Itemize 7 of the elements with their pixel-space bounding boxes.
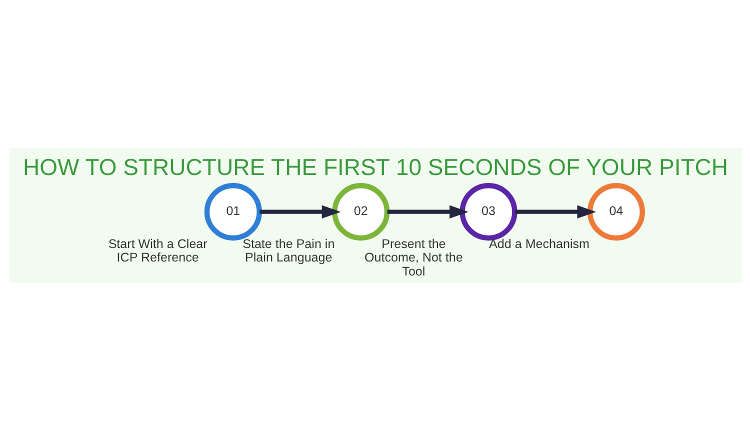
node-circle: 04 bbox=[586, 182, 644, 240]
diagram-title: HOW TO STRUCTURE THE FIRST 10 SECONDS OF YOUR PITCH bbox=[22, 153, 728, 180]
arrow bbox=[386, 204, 468, 218]
node-circle: 01 bbox=[204, 182, 262, 240]
arrow bbox=[259, 204, 340, 218]
node-circle: 02 bbox=[332, 182, 390, 240]
arrow bbox=[514, 204, 596, 218]
